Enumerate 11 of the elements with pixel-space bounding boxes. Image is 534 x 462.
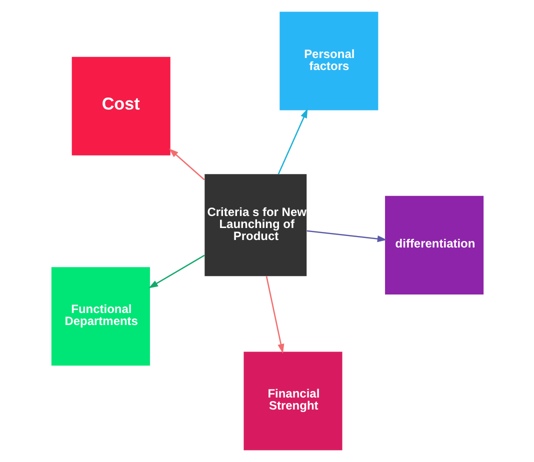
node-box: Criteria s for New Launching of Product	[204, 174, 306, 276]
node-box: Cost	[71, 56, 170, 156]
arrow	[148, 254, 204, 288]
node-box: differentiation	[384, 196, 484, 294]
arrow	[277, 108, 308, 174]
node-box: Functional Departments	[50, 267, 150, 366]
node-box: Personal factors	[279, 12, 378, 110]
arrow	[168, 148, 204, 180]
node-box: Financial Strenght	[243, 352, 342, 450]
arrow	[265, 276, 284, 354]
arrow	[306, 230, 386, 242]
